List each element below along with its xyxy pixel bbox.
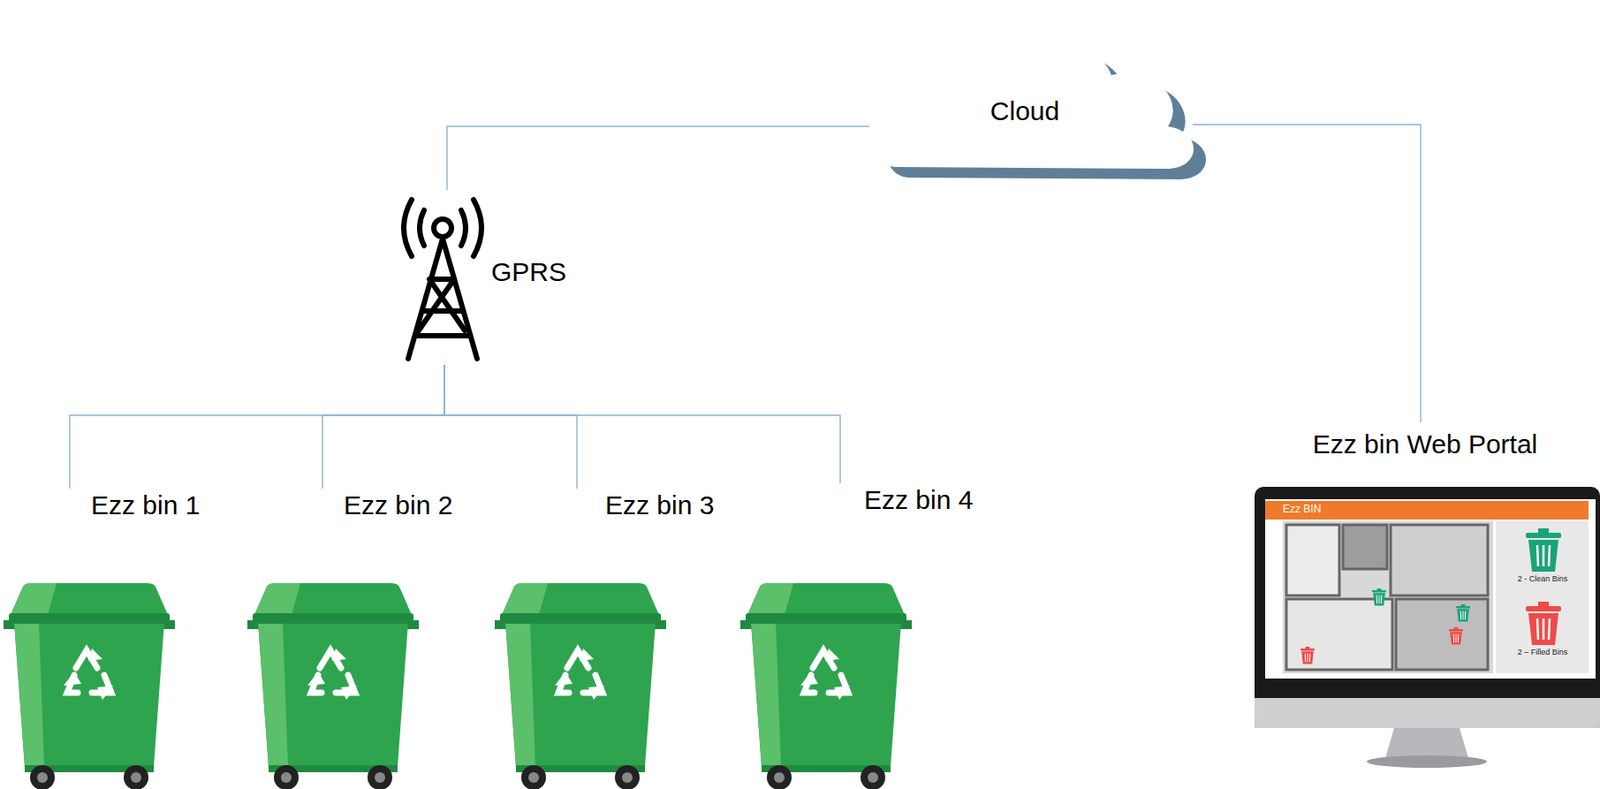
connector-line (322, 364, 445, 489)
connector-line (444, 364, 577, 489)
legend-text: 2 – Filled Bins (1498, 647, 1587, 657)
connector-line (69, 364, 445, 489)
gprs-tower (403, 199, 482, 359)
node-label: Ezz bin 2 (343, 490, 453, 522)
node-label: Ezz bin 1 (90, 490, 200, 522)
node-label: Cloud (990, 96, 1060, 128)
bin-node: Ezz bin 4 (736, 483, 1002, 786)
node-label: Ezz bin 3 (605, 490, 714, 522)
cloud-node: Cloud (862, 25, 1214, 191)
monitor (1254, 486, 1600, 768)
waste-bins (3, 583, 912, 789)
gprs-node: GPRS (395, 189, 574, 365)
node-label: Ezz bin Web Portal (1312, 429, 1539, 461)
portal-node: Ezz bin Web Portal (1252, 422, 1598, 767)
connector-line (444, 364, 841, 484)
connector-line (447, 126, 870, 190)
bin-node: Ezz bin 1 (3, 488, 207, 786)
legend-text: 2 - Clean Bins (1498, 574, 1587, 584)
bin-node: Ezz bin 2 (244, 488, 460, 786)
node-label: GPRS (491, 257, 567, 289)
node-label: Ezz bin 4 (864, 485, 973, 516)
connector-line (1192, 124, 1421, 423)
screen-title: Ezz BIN (1282, 502, 1321, 516)
bin-node: Ezz bin 3 (492, 488, 721, 786)
